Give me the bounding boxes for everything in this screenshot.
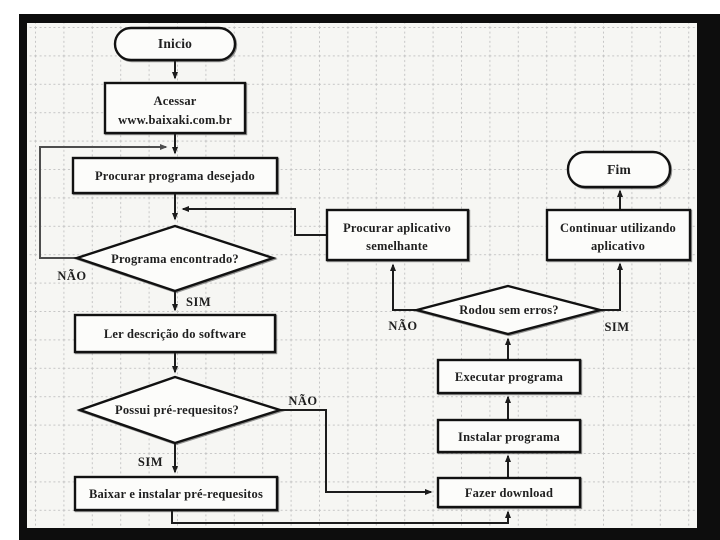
- procurar-aplicativo-process-shape: [325, 208, 470, 262]
- ler-descricao-label: Ler descrição do software: [104, 327, 247, 341]
- node-programa-encontrado: Programa encontrado?: [73, 224, 277, 293]
- label-programa-encontrado-sim: SIM: [186, 295, 211, 309]
- edge-baixar-fazer-download: [171, 510, 511, 524]
- baixar-instalar-label: Baixar e instalar pré-requesitos: [89, 487, 263, 501]
- fazer-download-process-shape: [436, 476, 582, 509]
- rodou-sem-erros-decision-shape: [412, 284, 605, 336]
- edge-nao-procurar-aplicativo: [390, 263, 417, 311]
- node-possui-pre-requesitos: Possui pré-requesitos?: [76, 375, 285, 445]
- node-ler-descricao: Ler descrição do software: [73, 313, 277, 354]
- procurar-aplicativo-label-line1: Procurar aplicativo: [343, 221, 451, 235]
- node-inicio: Inicio: [113, 26, 237, 62]
- baixar-instalar-process-shape: [73, 475, 279, 512]
- label-rodou-nao: NÃO: [388, 319, 417, 333]
- possui-pre-requesitos-label: Possui pré-requesitos?: [115, 403, 239, 417]
- node-fim: Fim: [566, 150, 672, 189]
- executar-programa-label: Executar programa: [455, 370, 564, 384]
- acessar-process-shape: [103, 81, 247, 135]
- label-programa-encontrado-nao: NÃO: [57, 269, 86, 283]
- edge-sim-continuar: [600, 262, 623, 311]
- node-executar-programa: Executar programa: [436, 358, 582, 395]
- node-baixar-instalar: Baixar e instalar pré-requesitos: [73, 475, 279, 512]
- acessar-label-line2: www.baixaki.com.br: [118, 113, 232, 127]
- fim-terminator-shape: [566, 150, 672, 189]
- edge-labels: NÃO SIM NÃO SIM NÃO SIM: [57, 269, 629, 469]
- inicio-terminator-shape: [113, 26, 237, 62]
- node-rodou-sem-erros: Rodou sem erros?: [412, 284, 605, 336]
- node-instalar-programa: Instalar programa: [436, 418, 582, 454]
- continuar-utilizando-process-shape: [545, 208, 692, 262]
- edge-nao-loop-programa: [39, 144, 168, 259]
- label-rodou-sim: SIM: [604, 320, 629, 334]
- fim-label: Fim: [607, 162, 631, 177]
- acessar-label-line1: Acessar: [153, 94, 196, 108]
- possui-pre-requesitos-decision-shape: [76, 375, 285, 445]
- ler-descricao-process-shape: [73, 313, 277, 354]
- edge-nao-fazer-download: [280, 409, 433, 495]
- procurar-programa-process-shape: [71, 156, 279, 195]
- instalar-programa-label: Instalar programa: [458, 430, 560, 444]
- procurar-programa-label: Procurar programa desejado: [95, 169, 255, 183]
- edges: [39, 60, 623, 524]
- fazer-download-label: Fazer download: [465, 486, 553, 500]
- nodes: Inicio Acessar www.baixaki.com.br Procur…: [71, 26, 692, 512]
- label-possui-sim: SIM: [138, 455, 163, 469]
- node-procurar-programa: Procurar programa desejado: [71, 156, 279, 195]
- programa-encontrado-decision-shape: [73, 224, 277, 293]
- continuar-utilizando-label-line2: aplicativo: [591, 239, 645, 253]
- edge-aplicativo-retorno: [181, 206, 327, 236]
- node-acessar: Acessar www.baixaki.com.br: [103, 81, 247, 135]
- continuar-utilizando-label-line1: Continuar utilizando: [560, 221, 676, 235]
- executar-programa-process-shape: [436, 358, 582, 395]
- node-fazer-download: Fazer download: [436, 476, 582, 509]
- procurar-aplicativo-label-line2: semelhante: [366, 239, 428, 253]
- node-procurar-aplicativo: Procurar aplicativo semelhante: [325, 208, 470, 262]
- programa-encontrado-label: Programa encontrado?: [111, 252, 239, 266]
- label-possui-nao: NÃO: [288, 394, 317, 408]
- rodou-sem-erros-label: Rodou sem erros?: [459, 303, 559, 317]
- inicio-label: Inicio: [158, 36, 192, 51]
- instalar-programa-process-shape: [436, 418, 582, 454]
- node-continuar-utilizando: Continuar utilizando aplicativo: [545, 208, 692, 262]
